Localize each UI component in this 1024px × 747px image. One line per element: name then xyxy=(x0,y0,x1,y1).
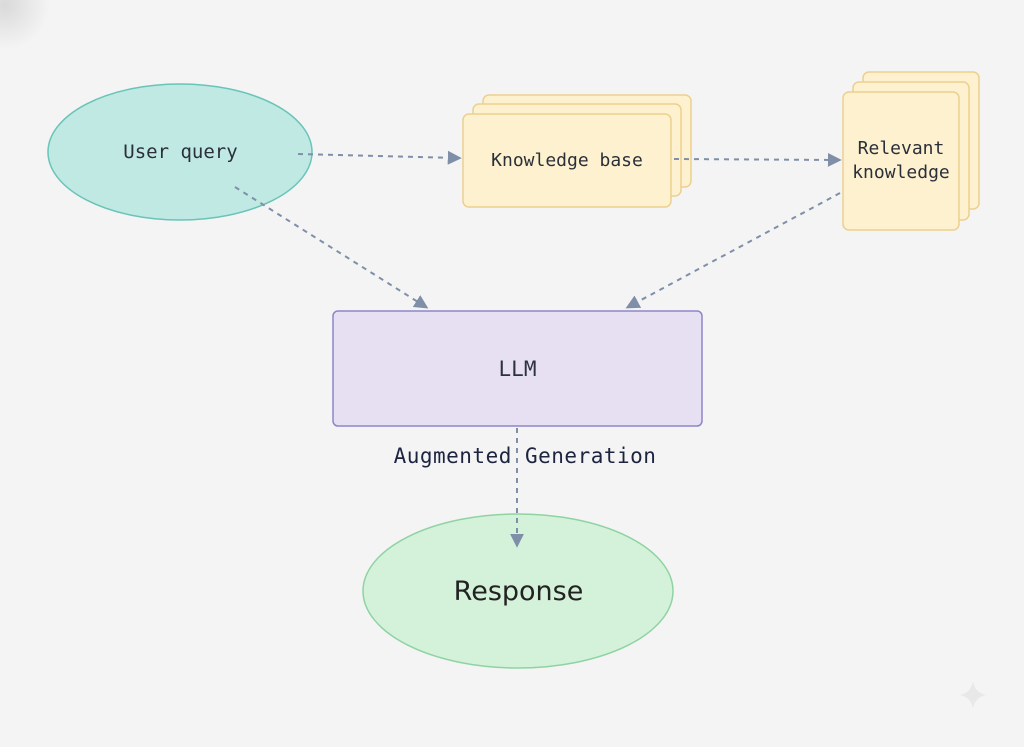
user-query-ellipse xyxy=(47,83,313,221)
relevant-knowledge-stack xyxy=(842,71,980,231)
user-query-label: User query xyxy=(123,141,238,163)
knowledge-base-stack xyxy=(462,94,692,208)
relevant-knowledge-label-line-1: Relevant xyxy=(857,138,945,159)
edge-user-query-to-knowledge-base xyxy=(297,150,462,165)
augmented-generation-label: Augmented Generation xyxy=(393,444,657,468)
relevant-knowledge-label: Relevant knowledge xyxy=(843,92,959,230)
response-label: Response xyxy=(453,576,584,607)
sparkle-icon xyxy=(959,681,987,709)
edge-relevant-knowledge-to-llm xyxy=(625,192,841,309)
llm-label: LLM xyxy=(498,356,537,381)
edge-knowledge-base-to-relevant-knowledge xyxy=(673,152,842,167)
llm-box xyxy=(332,310,703,427)
edge-user-query-to-llm xyxy=(234,186,429,309)
response-ellipse xyxy=(362,513,674,669)
knowledge-base-label: Knowledge base xyxy=(491,150,643,171)
relevant-knowledge-label-line-2: knowledge xyxy=(852,162,950,183)
